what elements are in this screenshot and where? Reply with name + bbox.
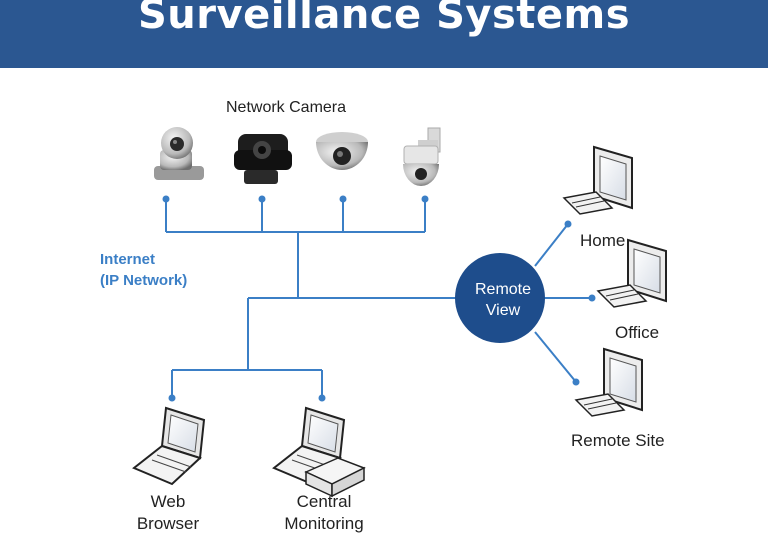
remote-view-hub: Remote View	[455, 253, 545, 343]
pan-tilt-camera-icon	[154, 127, 204, 180]
office-pc-icon	[596, 238, 667, 308]
connection-dots	[162, 195, 596, 402]
svg-text:Internet: Internet	[100, 251, 155, 268]
remote-site-labels: Home Office Remote Site	[571, 231, 665, 450]
remote-site-pc-icon	[574, 347, 643, 417]
svg-text:View: View	[486, 302, 521, 319]
svg-text:Browser: Browser	[137, 514, 200, 533]
title-banner: Surveillance Systems	[0, 0, 768, 68]
network-label: Internet (IP Network)	[100, 251, 187, 289]
svg-text:Network Camera: Network Camera	[226, 99, 346, 116]
svg-text:Web: Web	[151, 492, 186, 511]
svg-text:Office: Office	[615, 323, 659, 342]
recorder-device-icon	[304, 457, 366, 498]
page-title: Surveillance Systems	[137, 0, 630, 38]
dome-camera-icon	[316, 132, 368, 170]
web-browser-laptop-icon	[132, 406, 206, 486]
svg-text:(IP Network): (IP Network)	[100, 272, 187, 289]
ptz-dome-camera-icon	[403, 127, 441, 186]
svg-text:Home: Home	[580, 231, 625, 250]
svg-text:Remote Site: Remote Site	[571, 431, 665, 450]
svg-text:Monitoring: Monitoring	[284, 514, 363, 533]
box-camera-icon	[234, 134, 292, 184]
client-labels: Web Browser Central Monitoring	[137, 492, 364, 533]
home-pc-icon	[562, 145, 633, 215]
svg-text:Remote: Remote	[475, 281, 531, 298]
svg-text:Central: Central	[297, 492, 352, 511]
connection-lines	[165, 199, 592, 398]
camera-label: Network Camera	[226, 99, 346, 116]
